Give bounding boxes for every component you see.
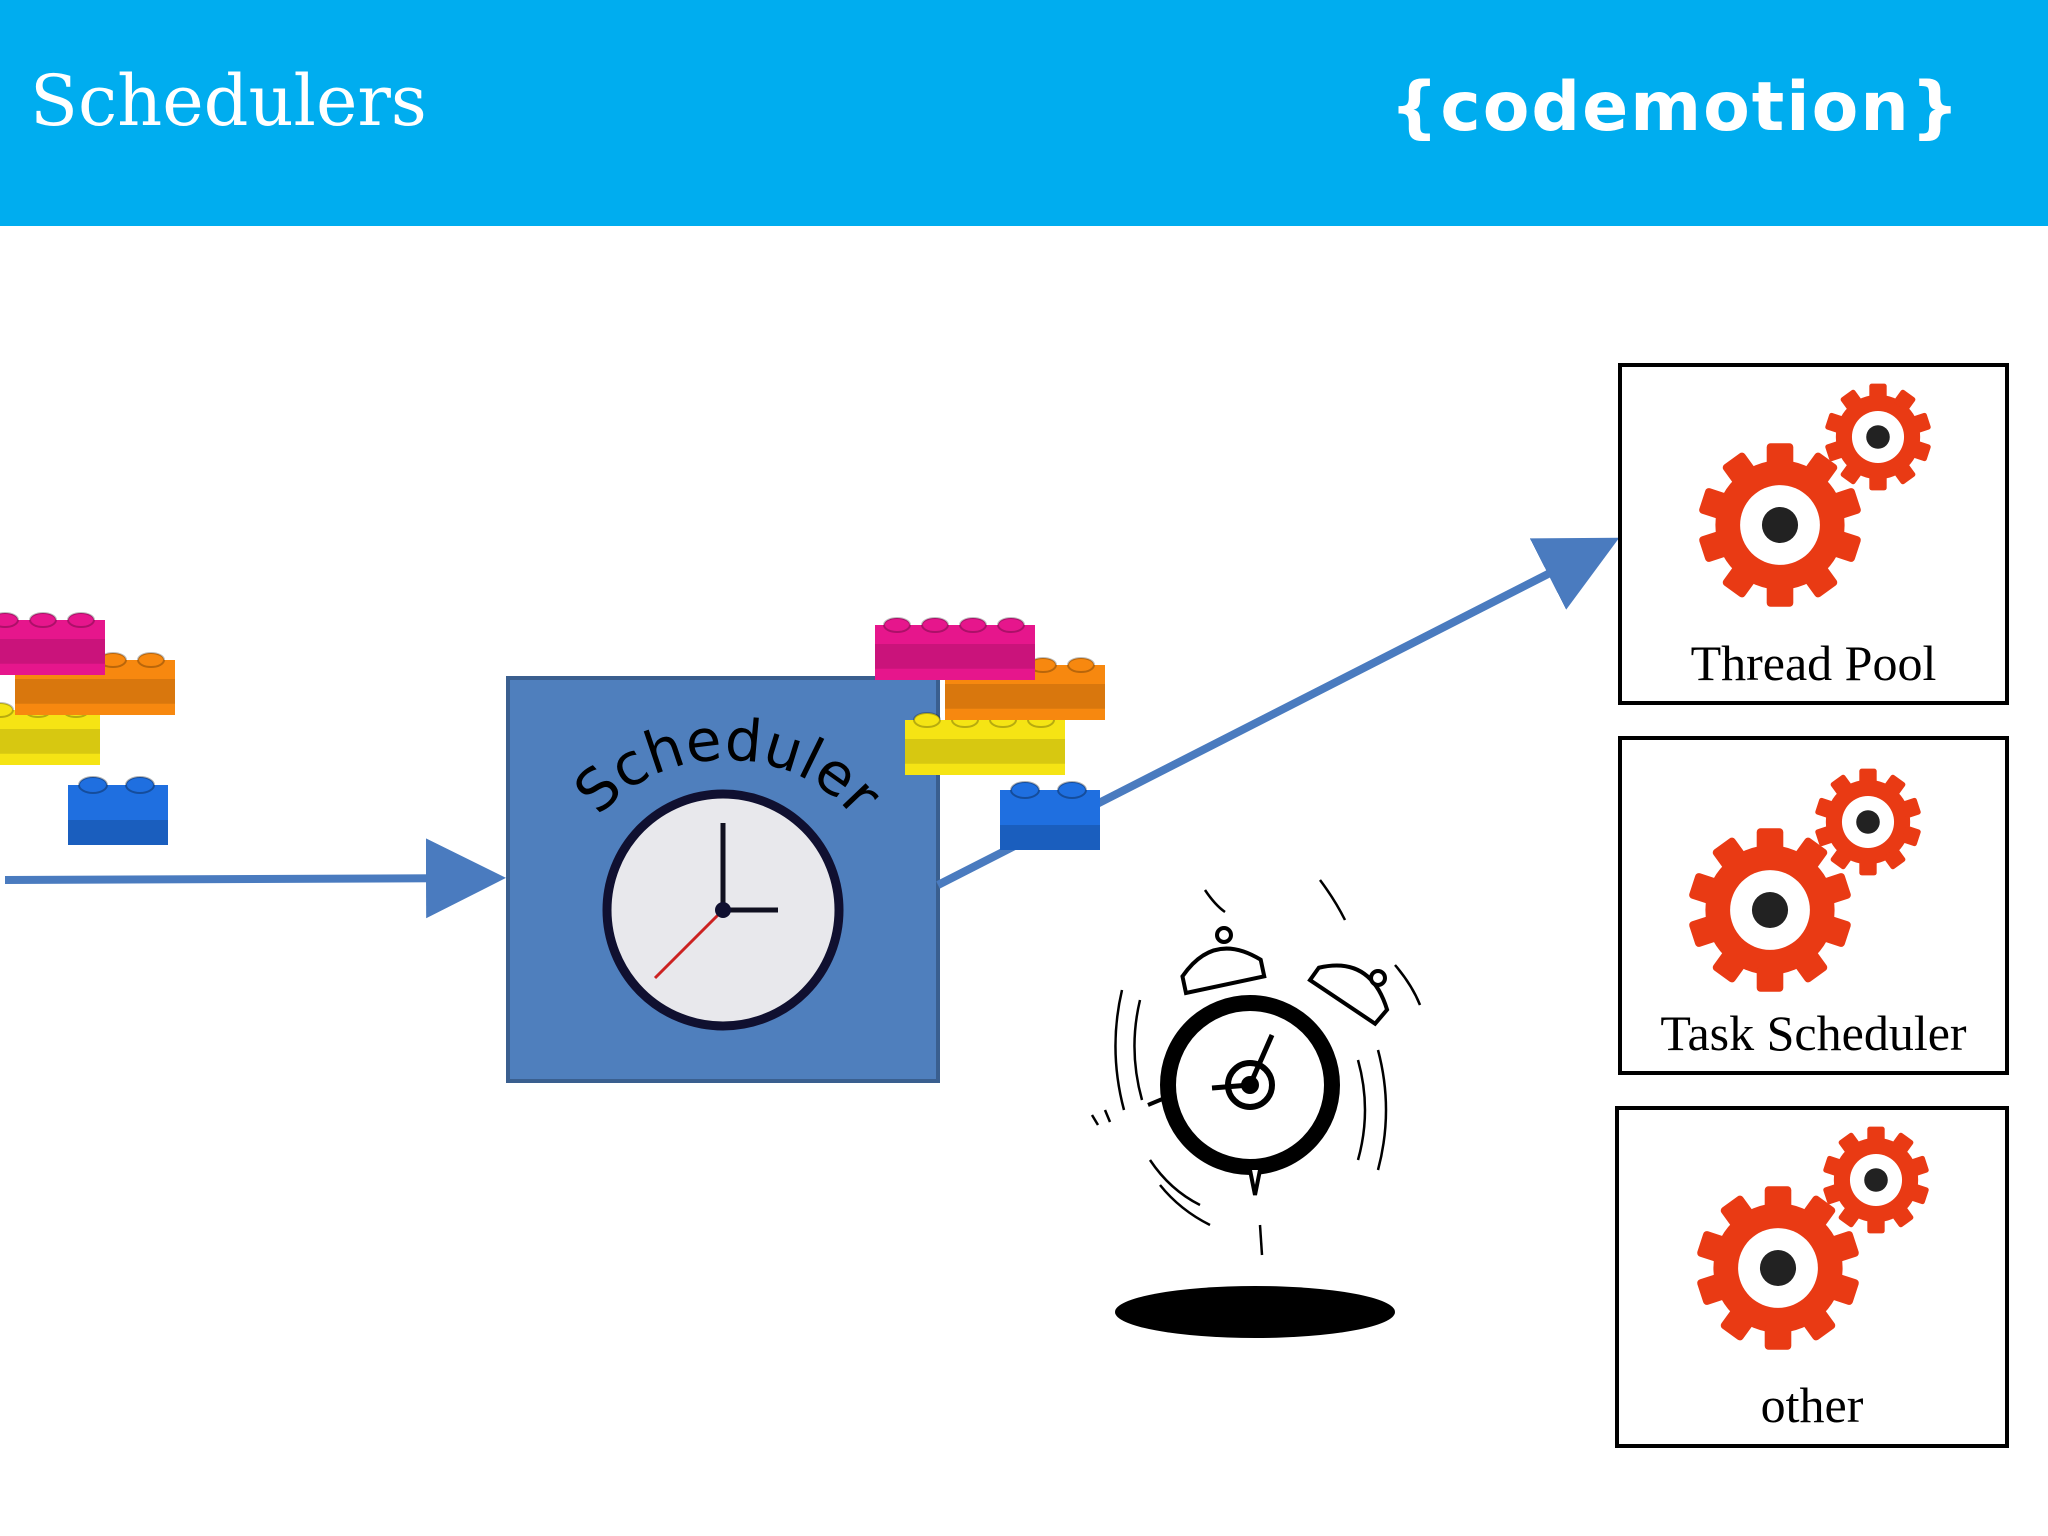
clock-icon [602,789,844,1031]
ringing-alarm-clock-icon [1090,879,1422,1338]
thread-pool-box [1618,363,2009,705]
codemotion-logo: {codemotion} [1390,68,1962,147]
incoming-arrow [4,838,506,919]
other-box [1615,1106,2009,1448]
thread-pool-label: Thread Pool [1690,635,1937,691]
header-bar: Schedulers {codemotion} [0,0,2048,226]
task-scheduler-box [1618,736,2009,1075]
lego-stack-left-icon [0,612,176,846]
slide-title: Schedulers [30,60,427,142]
task-scheduler-label: Task Scheduler [1660,1005,1967,1061]
other-label: other [1760,1377,1864,1433]
